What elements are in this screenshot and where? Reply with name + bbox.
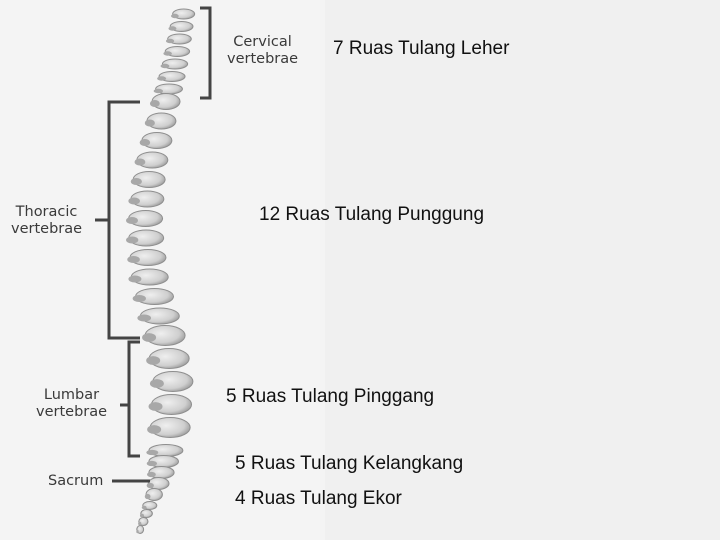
vertebra-process — [171, 13, 179, 19]
thoracic-label-line1: Thoracic — [15, 204, 78, 220]
vertebra-process — [138, 521, 142, 526]
vertebra-process — [139, 138, 151, 147]
lumbar-label-line2: vertebrae — [36, 404, 108, 420]
vertebra-process — [146, 460, 158, 467]
lumbar-label: Lumbar vertebrae — [36, 387, 107, 421]
vertebra-process — [165, 38, 175, 44]
vertebra-process — [157, 76, 167, 81]
region-brackets — [95, 6, 212, 483]
vertebra-process — [130, 177, 142, 186]
lumbar-label-line1: Lumbar — [43, 387, 100, 403]
cervical-annotation: 7 Ruas Tulang Leher — [333, 38, 510, 59]
vertebra-process — [127, 255, 140, 264]
vertebra-process — [141, 505, 147, 510]
sacrum-label: Sacrum — [48, 473, 103, 490]
vertebra-process — [126, 236, 139, 244]
cervical-label-line1: Cervical — [233, 34, 292, 50]
vertebra-process — [136, 529, 139, 534]
lumbar-bracket — [127, 340, 140, 458]
cervical-label-line2: vertebrae — [227, 51, 299, 67]
vertebra-process — [153, 88, 164, 94]
sacrum-label-line1: Sacrum — [48, 473, 104, 489]
vertebra-process — [144, 119, 155, 127]
sacrum-annotation: 5 Ruas Tulang Kelangkang — [235, 453, 464, 474]
vertebra-process — [168, 26, 177, 31]
vertebra-process — [139, 513, 144, 518]
vertebra-process — [134, 158, 146, 166]
vertebra-process — [149, 379, 164, 388]
vertebra-process — [144, 493, 151, 500]
vertebra-process — [160, 63, 170, 69]
cervical-label: Cervical vertebrae — [227, 34, 298, 68]
vertebra-process — [147, 471, 156, 478]
coccyx-annotation: 4 Ruas Tulang Ekor — [235, 488, 402, 509]
vertebra-process — [146, 356, 161, 365]
cervical-bracket — [200, 6, 212, 100]
spine-illustration — [95, 6, 212, 534]
vertebra-process — [149, 99, 160, 108]
vertebra-process — [142, 333, 157, 342]
thoracic-annotation: 12 Ruas Tulang Punggung — [259, 204, 485, 225]
vertebra-process — [137, 314, 152, 322]
vertebra-process — [146, 482, 154, 489]
vertebra-process — [132, 294, 146, 303]
spine-figure-panel: Cervical vertebrae Thoracic vertebrae Lu… — [0, 0, 325, 540]
lumbar-annotation: 5 Ruas Tulang Pinggang — [226, 386, 435, 407]
vertebra-process — [147, 425, 162, 434]
vertebra-process — [126, 216, 138, 225]
thoracic-label-line2: vertebrae — [11, 221, 83, 237]
vertebral-column — [126, 8, 196, 534]
thoracic-label: Thoracic vertebrae — [11, 204, 82, 238]
vertebra-process — [146, 449, 159, 456]
vertebra-process — [163, 51, 172, 56]
vertebra-process — [148, 402, 163, 411]
vertebra-process — [128, 275, 142, 283]
vertebra-process — [128, 197, 140, 205]
